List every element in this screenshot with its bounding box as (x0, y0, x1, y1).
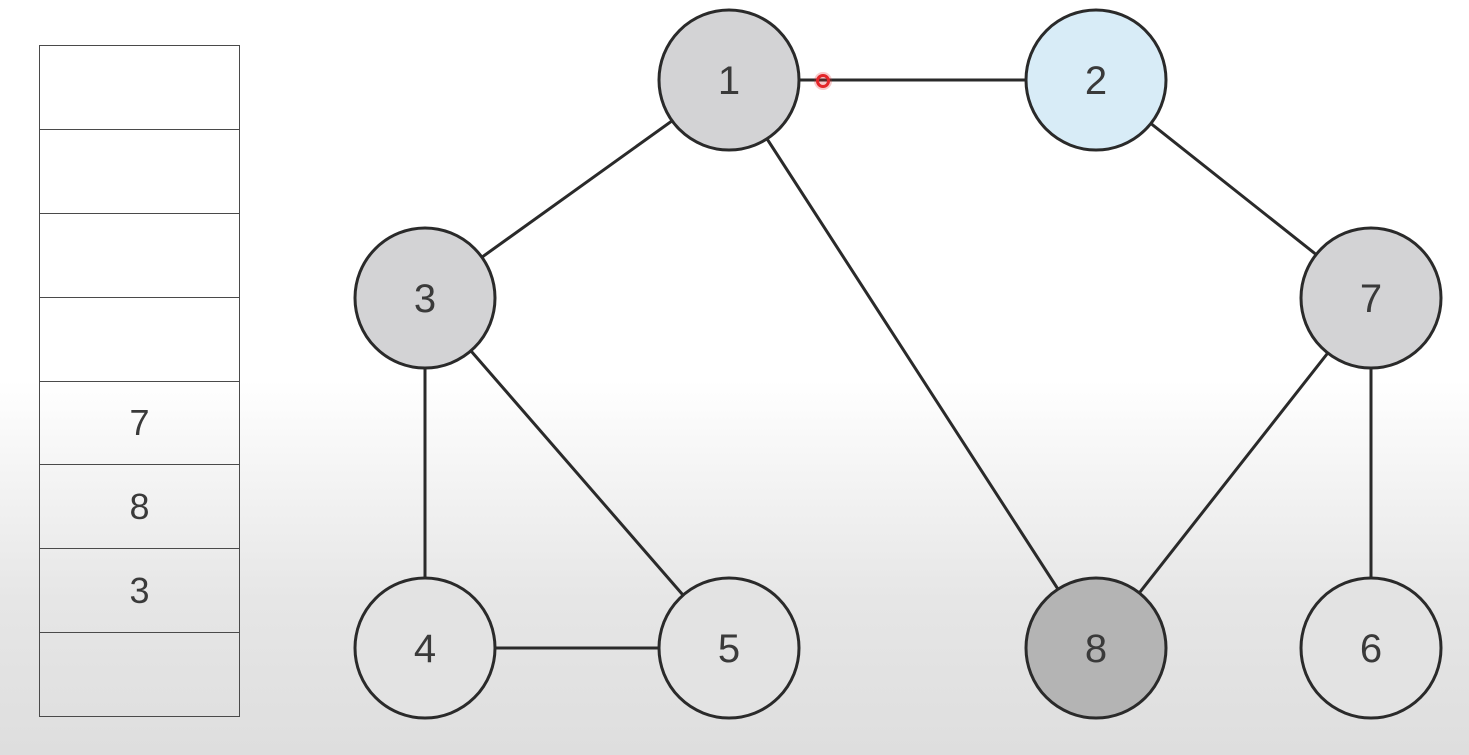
stack-cell: 7 (40, 382, 239, 466)
node-label: 2 (1085, 59, 1107, 103)
node-6: 6 (1299, 576, 1443, 720)
node-3: 3 (353, 226, 497, 370)
stack-cell: 8 (40, 465, 239, 550)
stack-cell (40, 214, 239, 298)
node-2: 2 (1024, 8, 1168, 152)
edges (423, 78, 1373, 650)
node-5: 5 (657, 576, 801, 720)
node-circle (1024, 576, 1168, 720)
node-8: 8 (1024, 576, 1168, 720)
node-label: 3 (414, 277, 436, 321)
node-circle (1299, 226, 1443, 370)
node-4: 4 (353, 576, 497, 720)
stack-cell (40, 298, 239, 382)
node-label: 8 (1085, 627, 1107, 671)
node-circle (1024, 8, 1168, 152)
node-1: 1 (657, 8, 801, 152)
node-circle (1299, 576, 1443, 720)
stack-cell: 3 (40, 549, 239, 634)
stack: 7 8 3 (39, 45, 240, 717)
node-circle (657, 576, 801, 720)
edge-7-8 (1094, 297, 1373, 649)
edge-3-5 (423, 297, 731, 649)
node-circle (353, 576, 497, 720)
cursor-icon (814, 72, 832, 90)
node-label: 6 (1360, 627, 1382, 671)
edge-1-8 (727, 79, 1098, 649)
node-label: 7 (1360, 277, 1382, 321)
node-label: 4 (414, 627, 436, 671)
node-label: 1 (718, 59, 740, 103)
stack-cell (40, 130, 239, 214)
stack-cell (40, 46, 239, 130)
nodes: 1 2 3 4 5 6 7 8 (353, 8, 1443, 720)
node-7: 7 (1299, 226, 1443, 370)
node-circle (657, 8, 801, 152)
node-circle (353, 226, 497, 370)
node-label: 5 (718, 627, 740, 671)
